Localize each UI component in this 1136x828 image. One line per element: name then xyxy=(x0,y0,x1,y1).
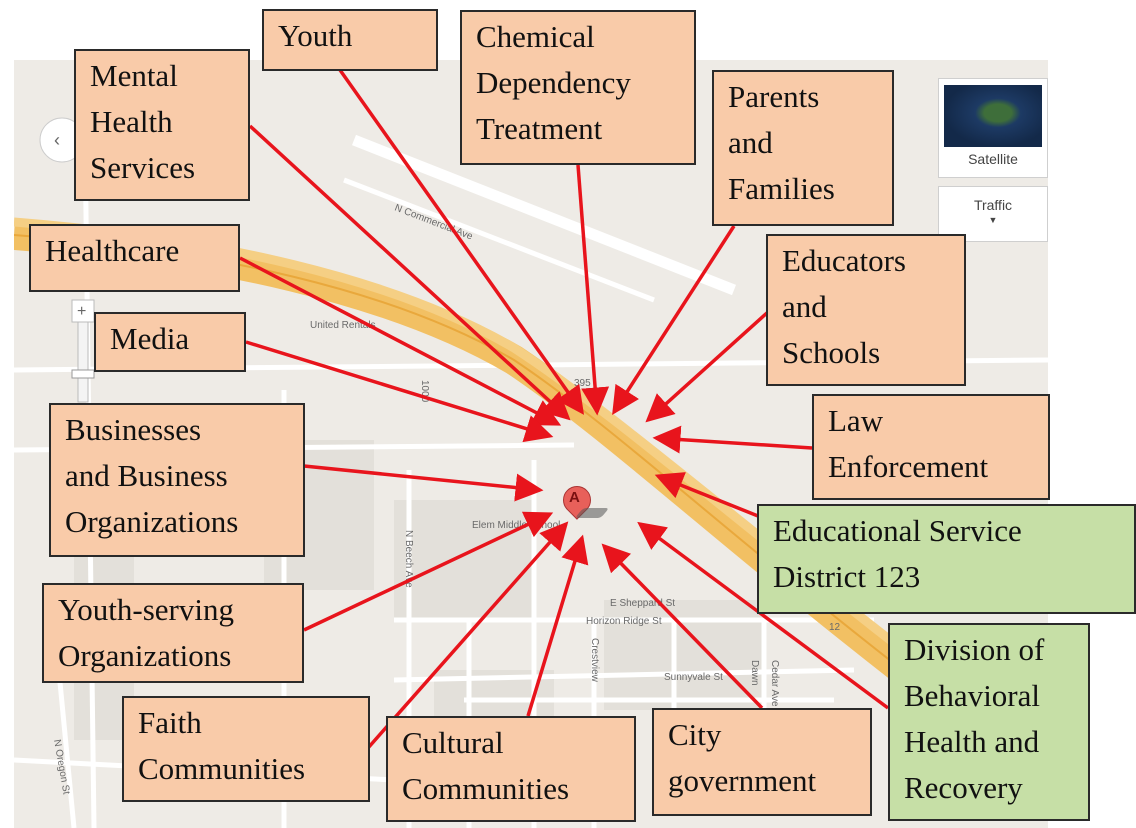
marker-letter: A xyxy=(569,489,580,506)
stakeholder-media: Media xyxy=(94,312,246,372)
traffic-label: Traffic xyxy=(973,197,1013,213)
stakeholder-healthcare: Healthcare xyxy=(29,224,240,292)
satellite-toggle[interactable]: Satellite xyxy=(938,78,1048,178)
street-label: Cedar Ave xyxy=(769,660,780,707)
street-label: Dawn xyxy=(749,660,760,686)
svg-text:+: + xyxy=(77,303,86,320)
street-label: Elem Middle School xyxy=(472,520,560,531)
zoom-slider[interactable]: + xyxy=(71,299,95,403)
satellite-label: Satellite xyxy=(968,151,1018,167)
street-label: Horizon Ridge St xyxy=(586,616,662,627)
street-label: 395 xyxy=(574,378,591,389)
street-label: 1000 xyxy=(419,380,430,403)
street-label: 12 xyxy=(829,622,841,633)
stakeholder-youth: Youth xyxy=(262,9,438,71)
svg-text:‹: ‹ xyxy=(54,130,60,150)
street-label: E Sheppard St xyxy=(610,598,675,609)
street-label: Crestview xyxy=(589,638,600,683)
satellite-thumbnail xyxy=(944,85,1042,147)
street-label: United Rentals xyxy=(310,320,376,331)
chevron-down-icon: ▼ xyxy=(988,215,998,225)
street-label: Sunnyvale St xyxy=(664,672,723,683)
location-marker: A xyxy=(557,480,610,526)
traffic-toggle[interactable]: Traffic ▼ xyxy=(938,186,1048,242)
street-label: N Beech Ave xyxy=(403,530,414,588)
